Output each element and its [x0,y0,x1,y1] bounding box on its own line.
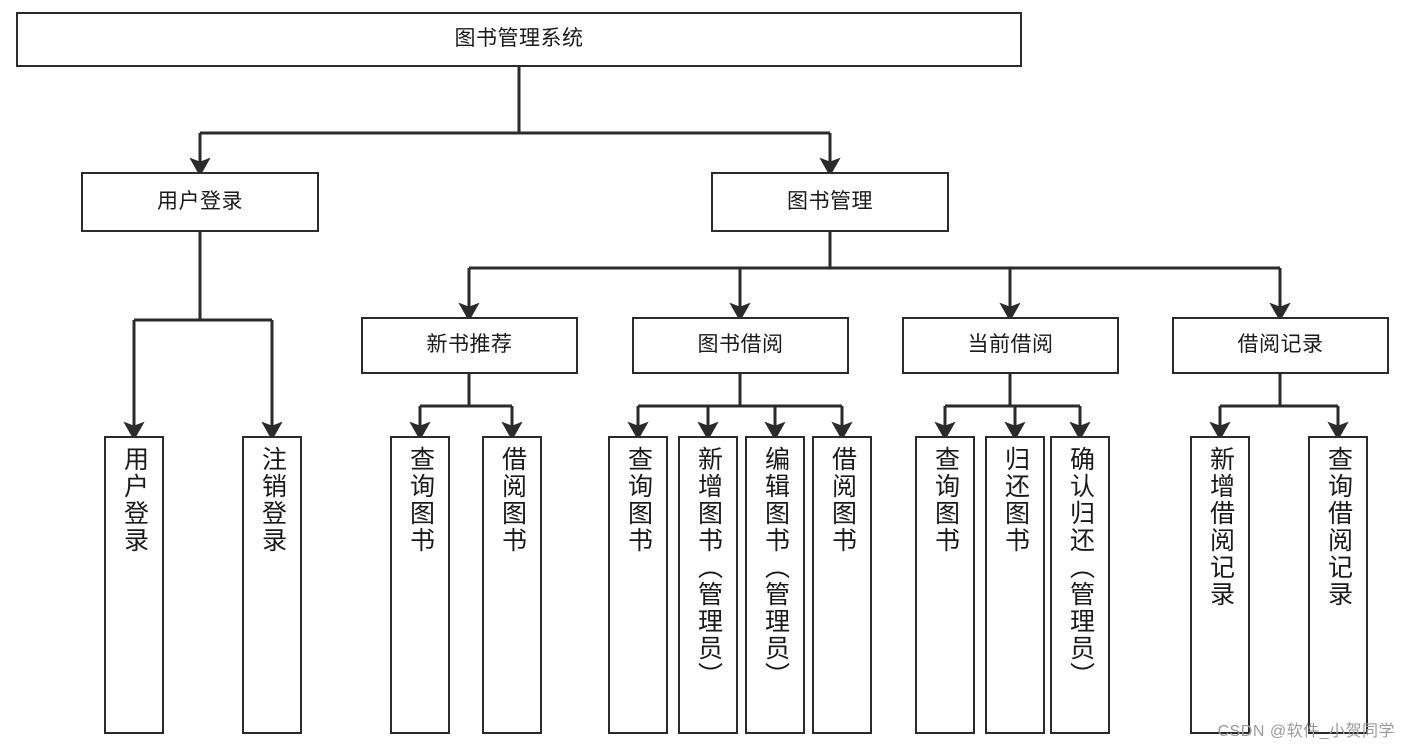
node-leaf-borrow-book[interactable]: 借阅图书 [812,436,872,734]
node-leaf-borrow-book-recommend-label: 借阅图书 [498,446,527,554]
node-book-manage-label: 图书管理 [787,189,873,213]
node-leaf-query-book-current-label: 查询图书 [931,446,960,554]
node-leaf-confirm-return-admin-label: 确认归还（管理员） [1066,446,1095,689]
node-leaf-add-borrow-record-label: 新增借阅记录 [1206,446,1235,608]
node-leaf-borrow-book-label: 借阅图书 [828,446,857,554]
node-leaf-edit-book-admin[interactable]: 编辑图书（管理员） [745,436,805,734]
node-leaf-user-login[interactable]: 用户登录 [104,436,164,734]
node-borrow-record-label: 借阅记录 [1237,333,1324,357]
node-root-label: 图书管理系统 [454,27,584,51]
node-leaf-query-book-recommend[interactable]: 查询图书 [390,436,450,734]
node-leaf-add-borrow-record[interactable]: 新增借阅记录 [1190,436,1250,734]
node-leaf-query-borrow-record[interactable]: 查询借阅记录 [1308,436,1368,734]
node-book-manage[interactable]: 图书管理 [711,172,949,232]
node-new-book-recommend[interactable]: 新书推荐 [361,317,578,374]
node-user-login[interactable]: 用户登录 [81,172,319,232]
node-leaf-user-login-label: 用户登录 [120,446,149,554]
node-leaf-query-book-recommend-label: 查询图书 [406,446,435,554]
node-leaf-borrow-book-recommend[interactable]: 借阅图书 [482,436,542,734]
node-leaf-query-borrow-record-label: 查询借阅记录 [1324,446,1353,608]
node-leaf-confirm-return-admin[interactable]: 确认归还（管理员） [1050,436,1110,734]
node-user-login-label: 用户登录 [157,189,243,213]
node-leaf-query-book-borrow[interactable]: 查询图书 [608,436,668,734]
node-leaf-query-book-current[interactable]: 查询图书 [915,436,975,734]
node-new-book-recommend-label: 新书推荐 [426,333,513,357]
watermark-text: CSDN @软件_小贺同学 [1217,723,1395,740]
node-current-borrow[interactable]: 当前借阅 [902,317,1119,374]
node-leaf-add-book-admin-label: 新增图书（管理员） [694,446,723,689]
node-leaf-query-book-borrow-label: 查询图书 [624,446,653,554]
node-leaf-logout-login[interactable]: 注销登录 [242,436,302,734]
node-current-borrow-label: 当前借阅 [967,333,1054,357]
node-book-borrow[interactable]: 图书借阅 [632,317,849,374]
node-leaf-return-book[interactable]: 归还图书 [985,436,1045,734]
node-borrow-record[interactable]: 借阅记录 [1172,317,1389,374]
node-leaf-edit-book-admin-label: 编辑图书（管理员） [761,446,790,689]
node-leaf-add-book-admin[interactable]: 新增图书（管理员） [678,436,738,734]
node-leaf-return-book-label: 归还图书 [1001,446,1030,554]
node-book-borrow-label: 图书借阅 [697,333,784,357]
node-leaf-logout-login-label: 注销登录 [258,446,287,554]
node-root[interactable]: 图书管理系统 [16,12,1022,67]
